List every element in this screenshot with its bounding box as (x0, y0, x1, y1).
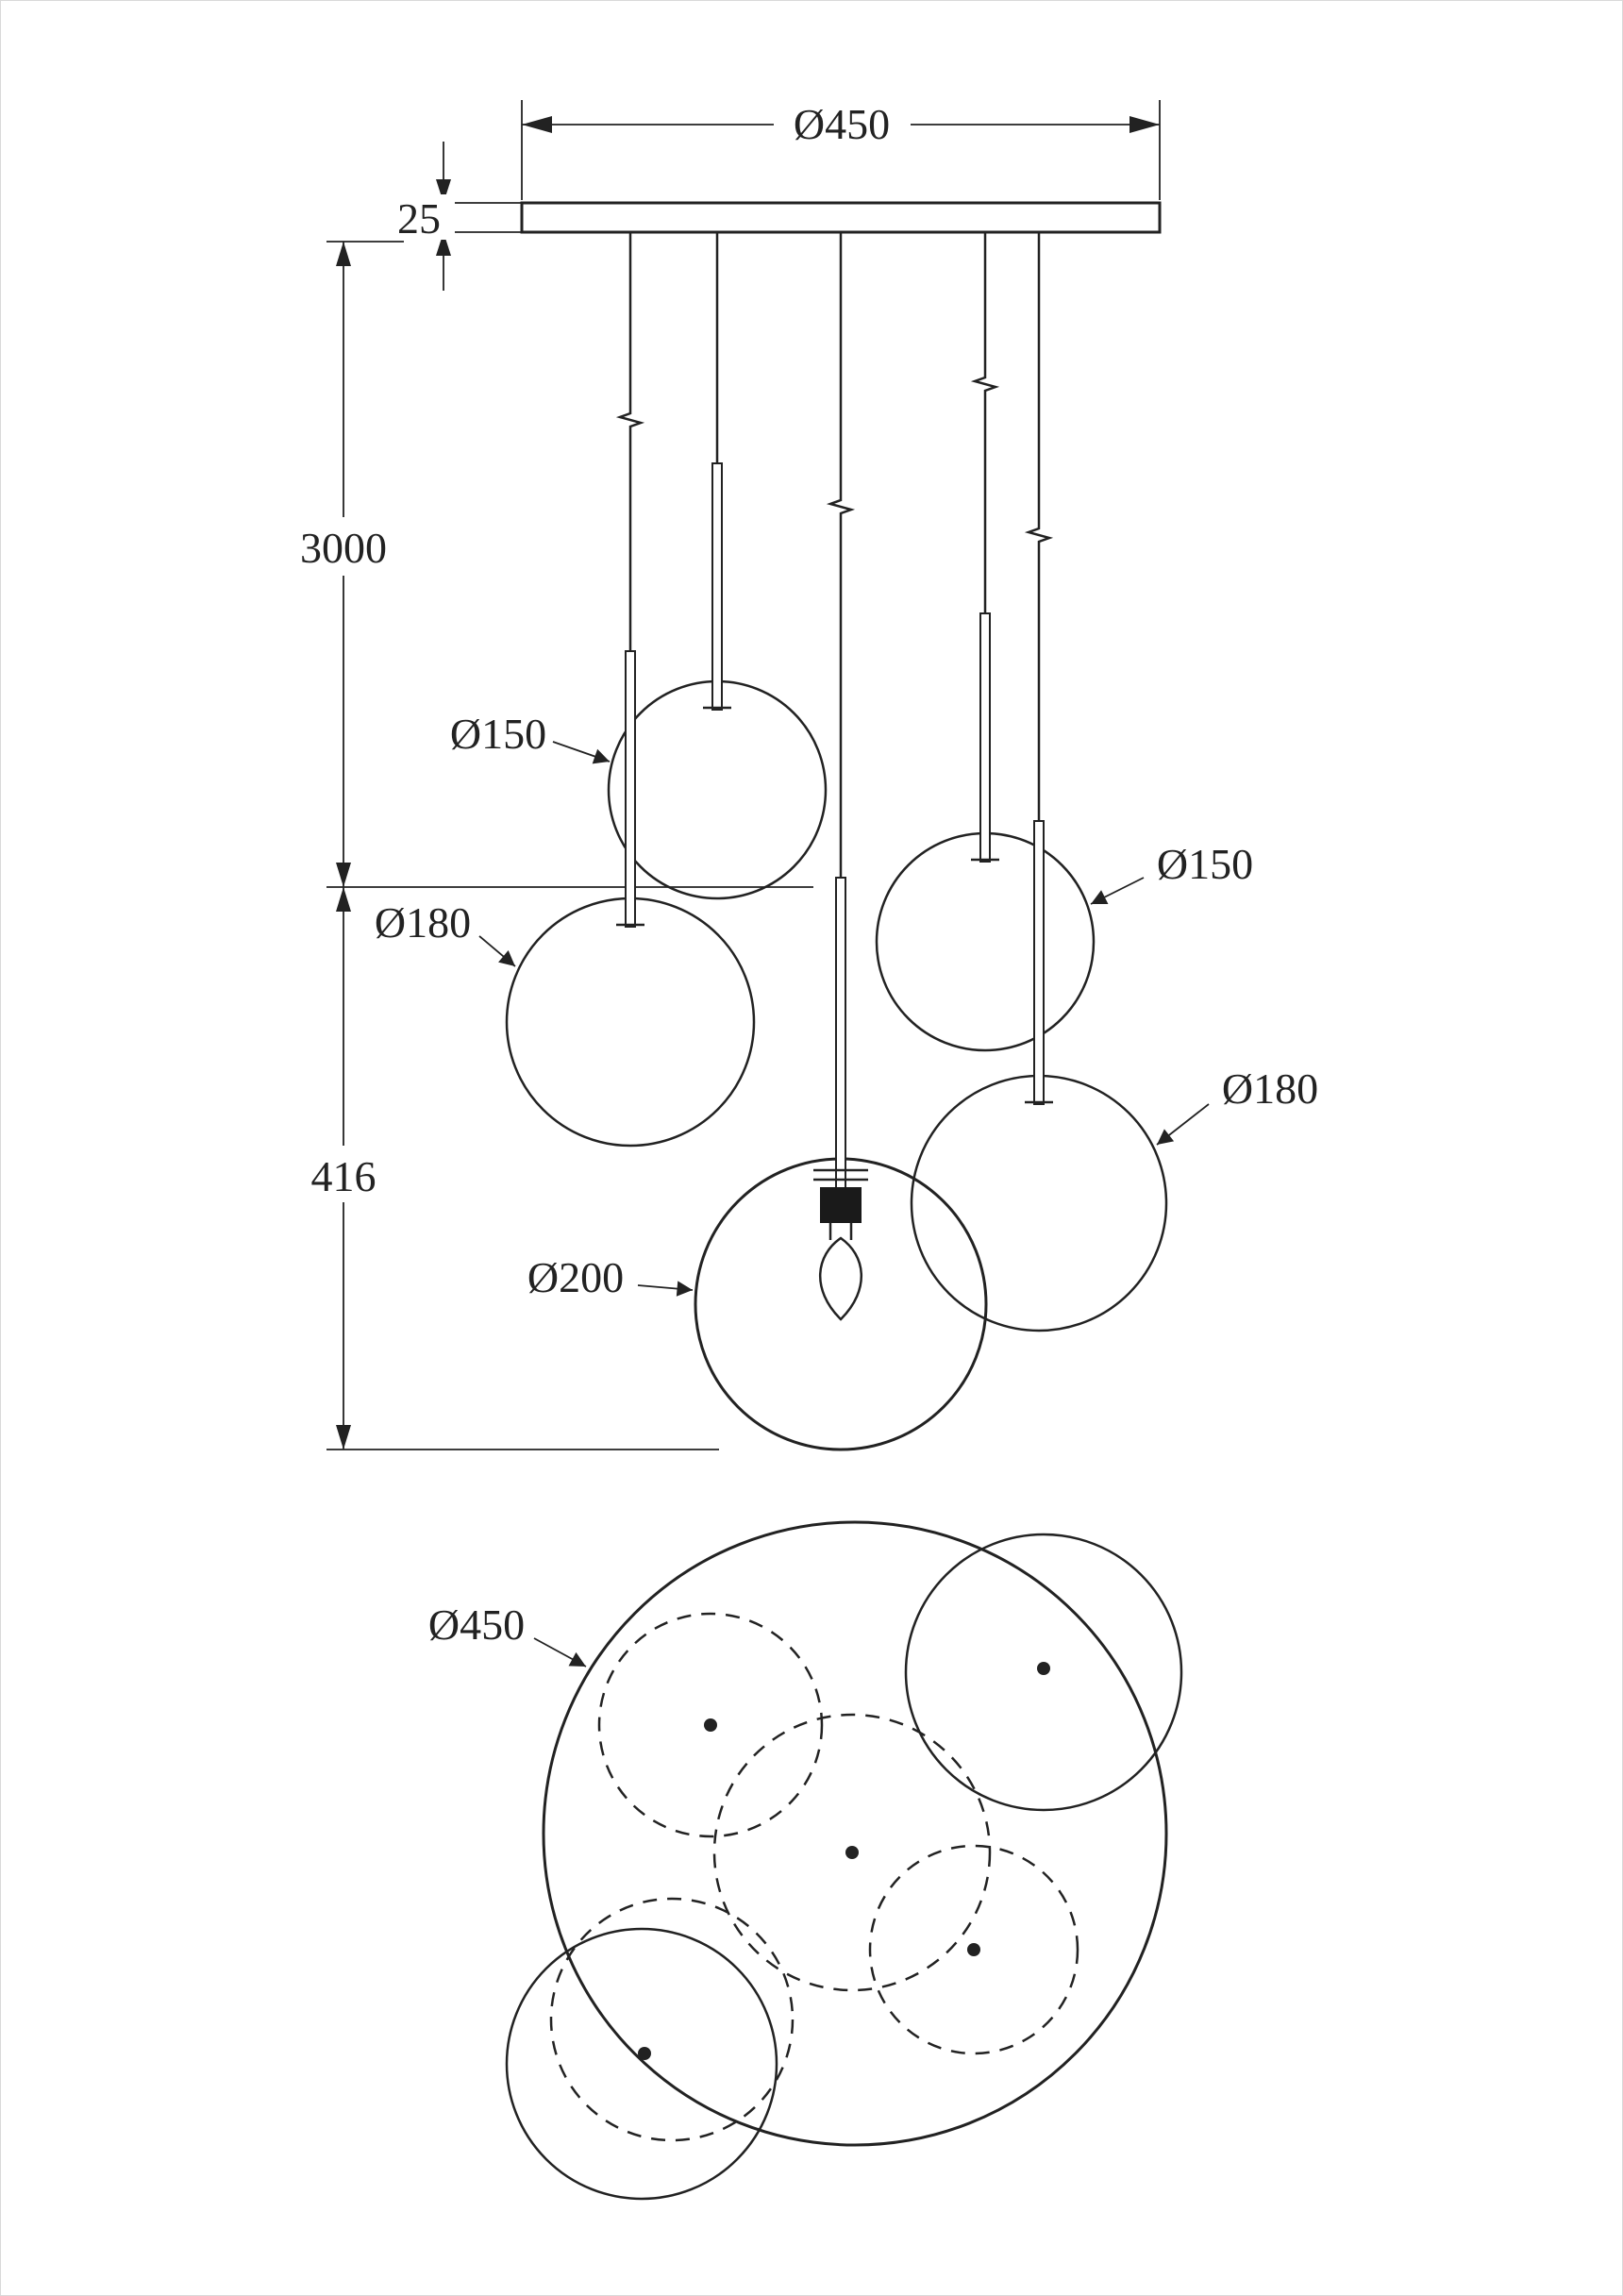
dim-label-canopy-thickness: 25 (397, 194, 441, 243)
globe-180-a (505, 897, 756, 1148)
plan-globe-hidden-150-a (597, 1612, 824, 1838)
plan-globe-visible-180-a (505, 1927, 778, 2201)
globe-label-180-a: Ø180 (375, 898, 471, 947)
globe-180-b (910, 1074, 1168, 1332)
plan-globe-visible-180-b (904, 1533, 1183, 1812)
leader-line (1156, 1103, 1210, 1146)
label-mask (272, 521, 415, 574)
label-mask (383, 194, 455, 240)
leader-line (552, 741, 611, 764)
globe-label-180-b: Ø180 (1222, 1064, 1318, 1113)
suspension-cord-5 (1024, 232, 1054, 821)
canopy-plate (520, 201, 1162, 234)
leader-line (533, 1637, 587, 1668)
callout-globe-150-a: Ø150 (450, 710, 611, 764)
dim-label-suspension-length: 3000 (300, 524, 387, 572)
arrowhead (336, 863, 351, 887)
globe-label-150-b: Ø150 (1157, 840, 1253, 888)
arrowhead (336, 242, 351, 266)
plan-base-circle (542, 1520, 1168, 2147)
globe-label-200: Ø200 (527, 1253, 624, 1301)
leader-line (478, 935, 516, 967)
stem-3 (835, 877, 846, 1190)
globe-150-b (875, 831, 1096, 1052)
candle-bulb (818, 1236, 863, 1321)
stem-5 (1033, 820, 1045, 1105)
callout-plan-base-diameter: Ø450 (428, 1600, 587, 1668)
suspension-cord-3 (826, 232, 856, 878)
attachment-dot (845, 1846, 859, 1859)
callout-globe-180-a: Ø180 (375, 898, 516, 967)
stem-1 (625, 650, 636, 928)
plan-globe-hidden-180-a (549, 1897, 795, 2142)
globe-150-a (607, 679, 828, 900)
globe-200-interior (813, 1168, 868, 1321)
arrowhead (336, 887, 351, 912)
leader-line (637, 1281, 694, 1297)
arrowhead (336, 1425, 351, 1450)
attachment-dot (704, 1718, 717, 1732)
dim-cluster-height (326, 887, 719, 1450)
stem-2 (711, 462, 723, 711)
plan-view: Ø450 (428, 1520, 1183, 2201)
suspension-cord-1 (615, 232, 645, 651)
label-mask (289, 1149, 398, 1202)
dim-label-cluster-height-group: 416 (289, 1149, 398, 1202)
lamp-socket (820, 1187, 862, 1223)
dim-label-canopy-diameter: Ø450 (794, 100, 890, 148)
dim-suspension-length (326, 241, 813, 888)
globe-label-150-a: Ø150 (450, 710, 546, 758)
attachment-dot (967, 1943, 980, 1956)
callout-globe-200: Ø200 (527, 1253, 694, 1301)
plan-label-base-diameter: Ø450 (428, 1600, 525, 1649)
attachment-dot (1037, 1662, 1050, 1675)
callout-globe-180-b: Ø180 (1156, 1064, 1318, 1146)
suspension-cord-4 (970, 232, 1000, 613)
stem-4 (979, 612, 991, 863)
dim-label-suspension-length-group: 3000 (272, 521, 415, 574)
callout-globe-150-b: Ø150 (1090, 840, 1253, 905)
arrowhead (436, 179, 451, 203)
leader-line (1090, 877, 1145, 905)
plan-globe-hidden-200 (712, 1713, 992, 1992)
dim-canopy-diameter (521, 100, 1161, 200)
dim-label-canopy-thickness-group: 25 (383, 194, 455, 243)
arrowhead (1129, 116, 1160, 133)
arrowhead (436, 232, 451, 256)
attachment-dot (638, 2047, 651, 2060)
arrowhead (522, 116, 552, 133)
dim-label-cluster-height: 416 (311, 1152, 376, 1200)
elevation-view: Ø450 25 3000 416 Ø150 Ø180 Ø150 Ø180 (272, 100, 1318, 1451)
plan-globe-hidden-150-b (868, 1844, 1079, 2055)
dim-canopy-thickness (404, 142, 522, 291)
